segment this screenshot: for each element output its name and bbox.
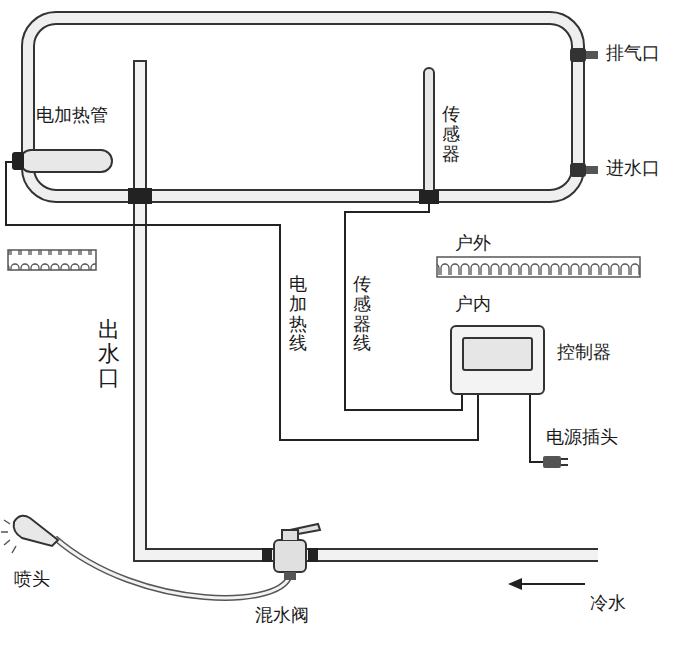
vertical-label: 出水口 (98, 318, 120, 391)
controller-label: 控制器 (557, 341, 611, 363)
part-label: 混水阀 (255, 604, 309, 626)
vertical-label: 传感器线 (353, 274, 371, 353)
controller-display (462, 337, 533, 371)
part-label: 冷水 (590, 592, 626, 614)
vertical-label: 传感器 (442, 104, 460, 163)
part-label: 进水口 (606, 157, 660, 179)
part-label: 排气口 (606, 42, 660, 64)
part-label: 户外 (455, 232, 491, 254)
part-label: 户内 (455, 293, 491, 315)
part-label: 电加热管 (36, 104, 108, 126)
part-label: 电源插头 (546, 426, 618, 448)
controller-box: 控制器 (450, 325, 545, 395)
vertical-label: 电加热线 (289, 274, 307, 353)
part-label: 喷头 (14, 568, 50, 590)
